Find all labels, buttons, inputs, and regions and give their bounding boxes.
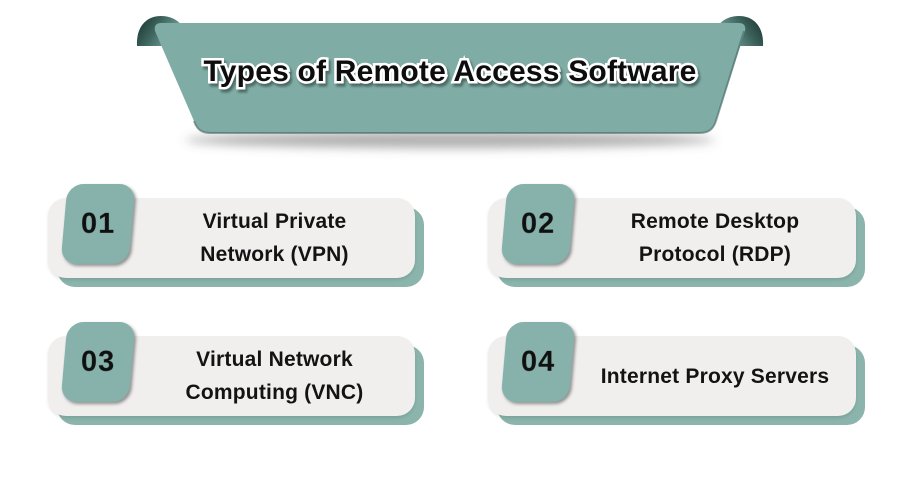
card-label-line1: Internet Proxy Servers	[600, 364, 830, 388]
card-label: Virtual Network Computing (VNC)	[144, 336, 405, 416]
card-label: Virtual Private Network (VPN)	[144, 198, 405, 278]
ribbon-shadow	[185, 132, 715, 148]
card-number-badge: 03	[60, 322, 136, 402]
card-number-badge: 04	[500, 322, 576, 402]
card-number-badge: 02	[500, 184, 576, 264]
card-label: Remote Desktop Protocol (RDP)	[584, 198, 846, 278]
card-number: 01	[80, 207, 116, 240]
card-number-badge: 01	[60, 184, 136, 264]
card-vnc: 03 Virtual Network Computing (VNC)	[48, 322, 424, 425]
ribbon-edge-accent	[193, 30, 745, 134]
card-number: 02	[520, 207, 556, 240]
card-label-line1: Remote Desktop	[630, 210, 800, 233]
card-vpn: 01 Virtual Private Network (VPN)	[48, 184, 424, 287]
card-number: 03	[80, 345, 116, 378]
card-label-line2: Protocol (RDP)	[638, 243, 792, 266]
ribbon-banner: Types of Remote Access Software	[136, 16, 764, 148]
card-rdp: 02 Remote Desktop Protocol (RDP)	[488, 184, 865, 287]
card-label-line2: Network (VPN)	[200, 243, 349, 266]
page-title: Types of Remote Access Software	[203, 55, 696, 88]
card-proxy: 04 Internet Proxy Servers	[488, 322, 865, 425]
card-label-line1: Virtual Network	[196, 348, 353, 371]
ribbon-body	[154, 23, 746, 133]
card-label-line1: Virtual Private	[202, 210, 347, 233]
card-label-line2: Computing (VNC)	[185, 381, 364, 404]
card-label: Internet Proxy Servers	[584, 336, 846, 416]
card-number: 04	[520, 345, 556, 378]
